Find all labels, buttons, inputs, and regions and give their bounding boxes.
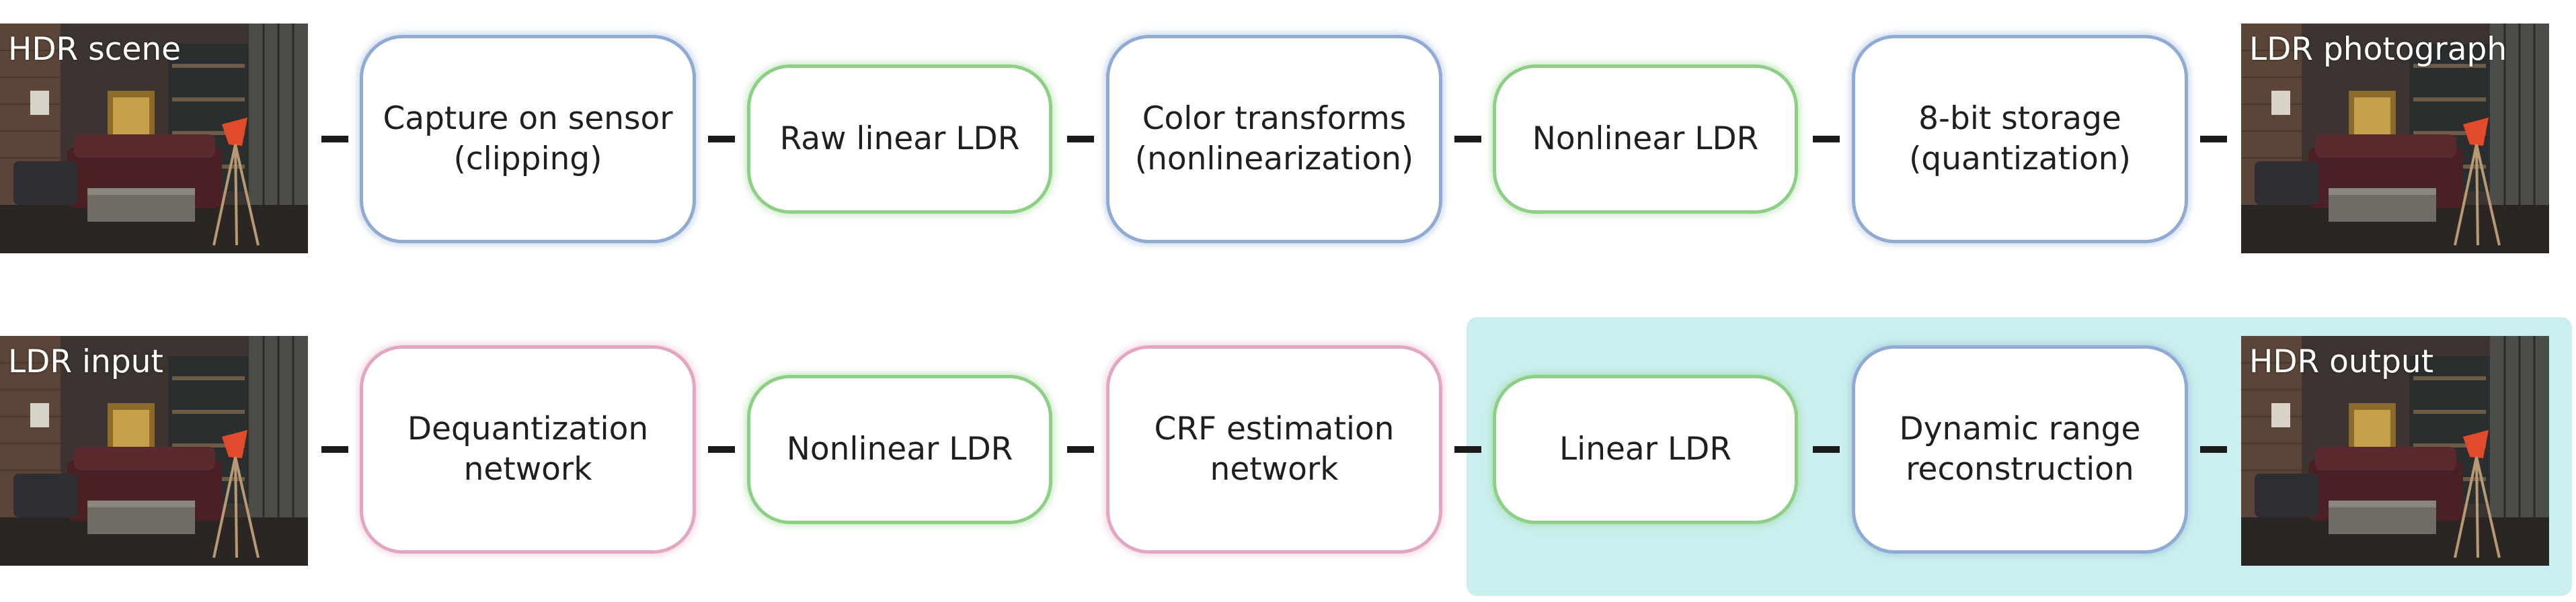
- connector: [1454, 136, 1481, 142]
- linear-ldr-text: Linear LDR: [1559, 431, 1732, 468]
- nonlinear-ldr-text: Nonlinear LDR: [786, 431, 1013, 468]
- hdr-output-label: HDR output: [2249, 343, 2434, 380]
- dynamic-range-reconstruction-text: Dynamic range reconstruction: [1899, 411, 2141, 488]
- raw-linear-ldr-node: Raw linear LDR: [747, 64, 1052, 214]
- crf-estimation-network-node: CRF estimation network: [1106, 345, 1442, 554]
- connector: [321, 136, 348, 142]
- color-transforms-node: Color transforms (nonlinearization): [1106, 35, 1442, 243]
- raw-linear-ldr-text: Raw linear LDR: [779, 120, 1020, 157]
- connector: [2200, 446, 2227, 453]
- linear-ldr-node: Linear LDR: [1493, 375, 1798, 524]
- hdr-output-photo: HDR output: [2241, 336, 2549, 566]
- capture-on-sensor-node: Capture on sensor (clipping): [360, 35, 696, 243]
- nonlinear-ldr-node: Nonlinear LDR: [1493, 64, 1798, 214]
- dequantization-network-text: Dequantization network: [407, 411, 649, 488]
- nonlinear-ldr-node: Nonlinear LDR: [747, 375, 1052, 524]
- connector: [1067, 136, 1094, 142]
- connector: [1067, 446, 1094, 453]
- ldr-input-label: LDR input: [8, 343, 163, 380]
- dequantization-network-node: Dequantization network: [360, 345, 696, 554]
- capture-on-sensor-text: Capture on sensor (clipping): [383, 100, 673, 177]
- connector: [1813, 136, 1840, 142]
- connector: [321, 446, 348, 453]
- connector: [708, 136, 735, 142]
- hdr-scene-label: HDR scene: [8, 31, 182, 68]
- crf-estimation-network-text: CRF estimation network: [1154, 411, 1395, 488]
- connector: [708, 446, 735, 453]
- connector: [1813, 446, 1840, 453]
- eight-bit-storage-node: 8-bit storage (quantization): [1852, 35, 2188, 243]
- dynamic-range-reconstruction-node: Dynamic range reconstruction: [1852, 345, 2188, 554]
- color-transforms-text: Color transforms (nonlinearization): [1134, 100, 1414, 177]
- ldr-input-photo: LDR input: [0, 336, 308, 566]
- ldr-photograph-photo: LDR photograph: [2241, 24, 2549, 253]
- hdr-scene-photo: HDR scene: [0, 24, 308, 253]
- connector: [2200, 136, 2227, 142]
- eight-bit-storage-text: 8-bit storage (quantization): [1909, 100, 2131, 177]
- ldr-photograph-label: LDR photograph: [2249, 31, 2507, 68]
- connector: [1454, 446, 1481, 453]
- nonlinear-ldr-text: Nonlinear LDR: [1532, 120, 1759, 157]
